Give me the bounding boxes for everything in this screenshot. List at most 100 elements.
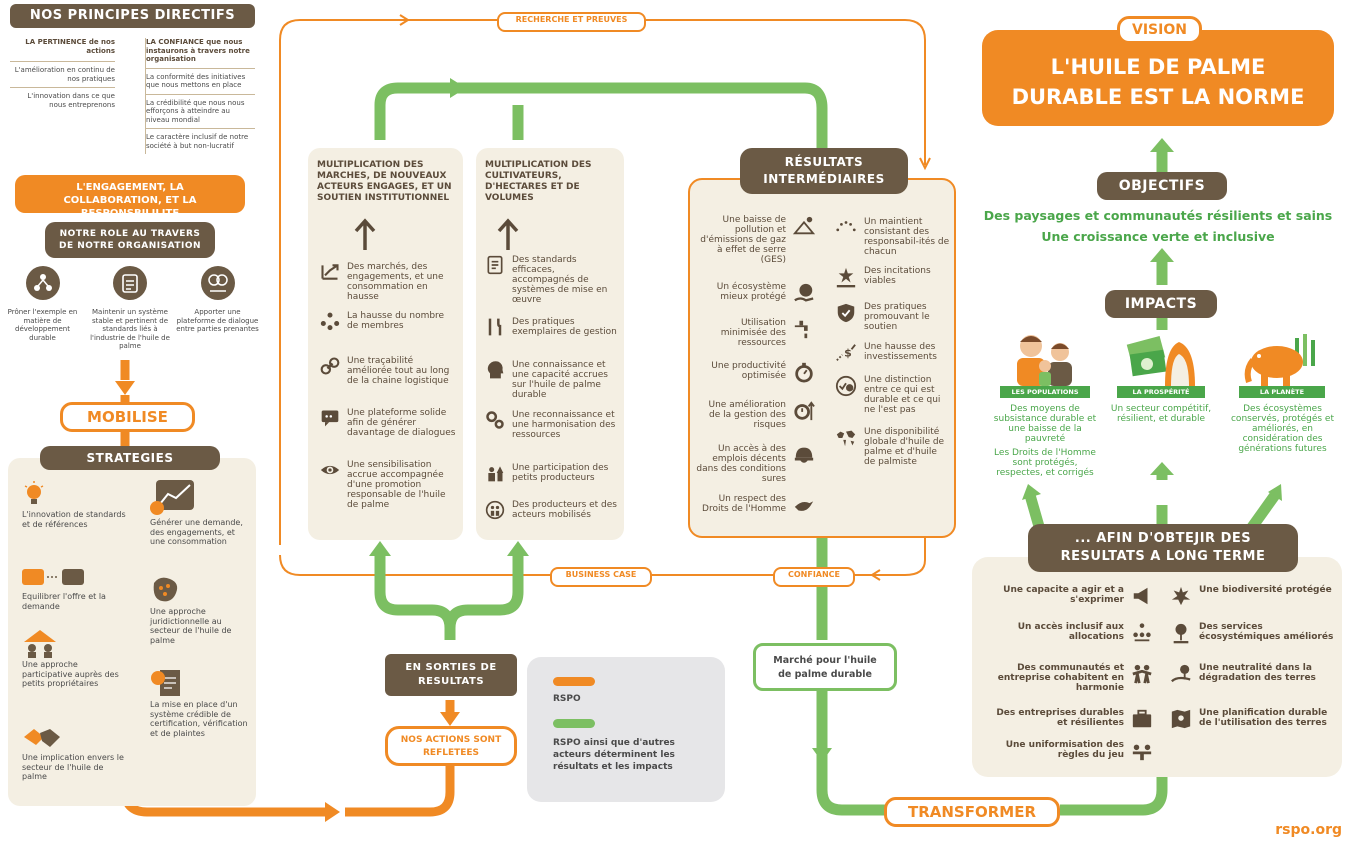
list-item-label: Des standards efficaces, accompagnés de … <box>512 255 608 305</box>
list-item-label: Une connaissance et une capacité accrues… <box>512 360 608 400</box>
list-item-label: Une productivité optimisée <box>711 361 786 381</box>
outputs-box: EN SORTIES DE RESULTATS <box>385 654 517 696</box>
helmet-icon <box>793 444 815 466</box>
objectives-line2: Une croissance verte et inclusive <box>1041 229 1275 244</box>
research-label: RECHERCHE ET PREUVES <box>497 12 646 32</box>
chat-icon <box>320 408 340 428</box>
list-item-label: Des producteurs et des acteurs mobilisés <box>512 500 617 520</box>
strategy-item: L'innovation de standards et de référenc… <box>22 480 127 529</box>
world-map-icon <box>835 427 857 449</box>
list-item: Un écosystème mieux protégé <box>695 282 815 304</box>
markets-title: MULTIPLICATION DES MARCHES, DE NOUVEAUX … <box>317 160 452 203</box>
list-item-label: Une distinction entre ce qui est durable… <box>864 375 941 415</box>
strategy-item: Une approche participative auprès des pe… <box>22 628 127 689</box>
growth-chart-icon <box>150 480 194 516</box>
list-item-label: Une plateforme solide afin de générer da… <box>347 408 456 438</box>
principles-col1-title: LA PERTINENCE de nos actions <box>10 38 115 62</box>
confiance-label: CONFIANCE <box>773 567 855 587</box>
objectives-line1: Des paysages et communautés résilients e… <box>983 208 1333 223</box>
confidence-loop-line <box>279 530 926 576</box>
list-item-label: Des entreprises durables et résilientes <box>996 708 1124 728</box>
list-item-label: Un écosystème mieux protégé <box>716 282 786 302</box>
strategy-label: La mise en place d'un système crédible d… <box>150 700 248 738</box>
list-item-label: Une amélioration de la gestion des risqu… <box>708 400 786 430</box>
list-item-label: Un accès à des emplois décents dans des … <box>696 444 786 484</box>
principles-col2-title: LA CONFIANCE que nous instaurons à trave… <box>146 38 255 69</box>
family-icon <box>1005 330 1085 386</box>
network-icon <box>25 266 60 300</box>
growers-title: MULTIPLICATION DES CULTIVATEURS, D'HECTA… <box>485 160 592 203</box>
land-plan-icon <box>1170 708 1192 730</box>
strategy-label: Une approche juridictionnelle au secteur… <box>150 607 232 645</box>
vision-text: L'HUILE DE PALME DURABLE EST LA NORME <box>1011 55 1305 109</box>
eye-icon <box>320 460 340 480</box>
markets-panel <box>308 148 463 540</box>
list-item: Une uniformisation des règles du jeu <box>985 740 1153 762</box>
list-item-label: Utilisation minimisée des ressources <box>720 318 786 348</box>
list-item-label: Des communautés et entreprise cohabitent… <box>997 663 1124 693</box>
actions-box: NOS ACTIONS SONT REFLETEES <box>385 726 517 766</box>
principles-col1-item: L'innovation dans ce que nous entrepreno… <box>27 92 115 109</box>
list-item-label: Une disponibilité globale d'huile de pal… <box>864 427 945 467</box>
puzzle-icon <box>22 566 84 588</box>
list-item: Un accès inclusif aux allocations <box>985 622 1153 644</box>
role-item: Maintenir un système stable et pertinent… <box>85 266 175 351</box>
list-item: Des pratiques exemplaires de gestion <box>485 317 617 337</box>
money-seed-icon <box>1121 330 1201 386</box>
checklist-icon <box>485 255 505 275</box>
intermediate-title: RÉSULTATS INTERMÉDIAIRES <box>740 148 908 194</box>
role-label: Maintenir un système stable et pertinent… <box>90 308 170 350</box>
strategy-label: Une approche participative auprès des pe… <box>22 660 119 688</box>
list-item: Une baisse de pollution et d'émissions d… <box>695 215 816 265</box>
legend-rspo-label: RSPO <box>553 694 581 704</box>
strategy-label: Equilibrer l'offre et la demande <box>22 592 106 611</box>
list-item: Une neutralité dans la dégradation des t… <box>1170 663 1335 685</box>
map-region-icon <box>150 575 180 605</box>
ecosystem-icon <box>1170 622 1192 644</box>
strategy-item: Equilibrer l'offre et la demande <box>22 566 127 611</box>
principles-col2-item: Le caractère inclusif de notre société à… <box>146 133 249 150</box>
list-item: Une planification durable de l'utilisati… <box>1170 708 1335 730</box>
briefcase-icon <box>1131 708 1153 730</box>
principles-title: NOS PRINCIPES DIRECTIFS <box>10 4 255 28</box>
business-case-label: BUSINESS CASE <box>550 567 652 587</box>
long-term-panel <box>972 557 1342 777</box>
vision-tag: VISION <box>1117 16 1202 44</box>
dots-arc-icon <box>835 217 857 239</box>
list-item-label: Des pratiques promouvant le soutien <box>864 302 930 332</box>
market-box: Marché pour l'huile de palme durable <box>753 643 897 691</box>
list-item: Une capacite a agir et a s'exprimer <box>985 585 1153 607</box>
green-top-arc <box>374 82 828 640</box>
lightbulb-icon <box>22 480 46 506</box>
role-title: NOTRE ROLE AU TRAVERS DE NOTRE ORGANISAT… <box>45 222 215 258</box>
principles-col2-item: La conformité des initiatives que nous m… <box>146 69 255 95</box>
list-item-label: Un accès inclusif aux allocations <box>1017 622 1124 642</box>
impact-prosperity: LA PROSPÉRITÉ Un secteur compétitif, rés… <box>1105 330 1217 424</box>
list-item: Des pratiques promouvant le soutien <box>835 302 950 332</box>
smallholders-icon <box>22 628 58 658</box>
list-item-label: Une capacite a agir et a s'exprimer <box>1003 585 1124 605</box>
certificate-icon <box>150 668 182 698</box>
list-item: Une connaissance et une capacité accrues… <box>485 360 617 400</box>
balance-icon <box>1131 740 1153 762</box>
list-item-label: Une participation des petits producteurs <box>512 463 609 483</box>
list-item: Des entreprises durables et résilientes <box>985 708 1153 730</box>
clipboard-icon <box>113 266 147 300</box>
green-output-lines <box>374 555 456 640</box>
list-item: Une distinction entre ce qui est durable… <box>835 375 950 415</box>
tap-icon <box>793 318 815 340</box>
list-item: Un accès à des emplois décents dans des … <box>695 444 815 484</box>
list-item-label: Une baisse de pollution et d'émissions d… <box>700 215 786 265</box>
list-item-label: Un respect des Droits de l'Homme <box>702 494 786 514</box>
list-item: Des services écosystémiques améliorés <box>1170 622 1335 644</box>
strategy-item: Une approche juridictionnelle au secteur… <box>150 575 250 645</box>
biodiversity-icon <box>1170 585 1192 607</box>
up-arrow-icon <box>496 218 520 252</box>
strategies-title: STRATEGIES <box>40 446 220 470</box>
long-term-title: ... AFIN D'OBTEJIR DES RESULTATS A LONG … <box>1028 524 1298 572</box>
role-label: Apporter une plateforme de dialogue entr… <box>176 308 259 333</box>
principles-col1-item: L'amélioration en continu de nos pratiqu… <box>10 62 115 88</box>
impact-ribbon: LES POPULATIONS <box>1000 386 1090 398</box>
footer-url[interactable]: rspo.org <box>1275 822 1342 838</box>
list-item-label: Une biodiversité protégée <box>1199 585 1332 595</box>
